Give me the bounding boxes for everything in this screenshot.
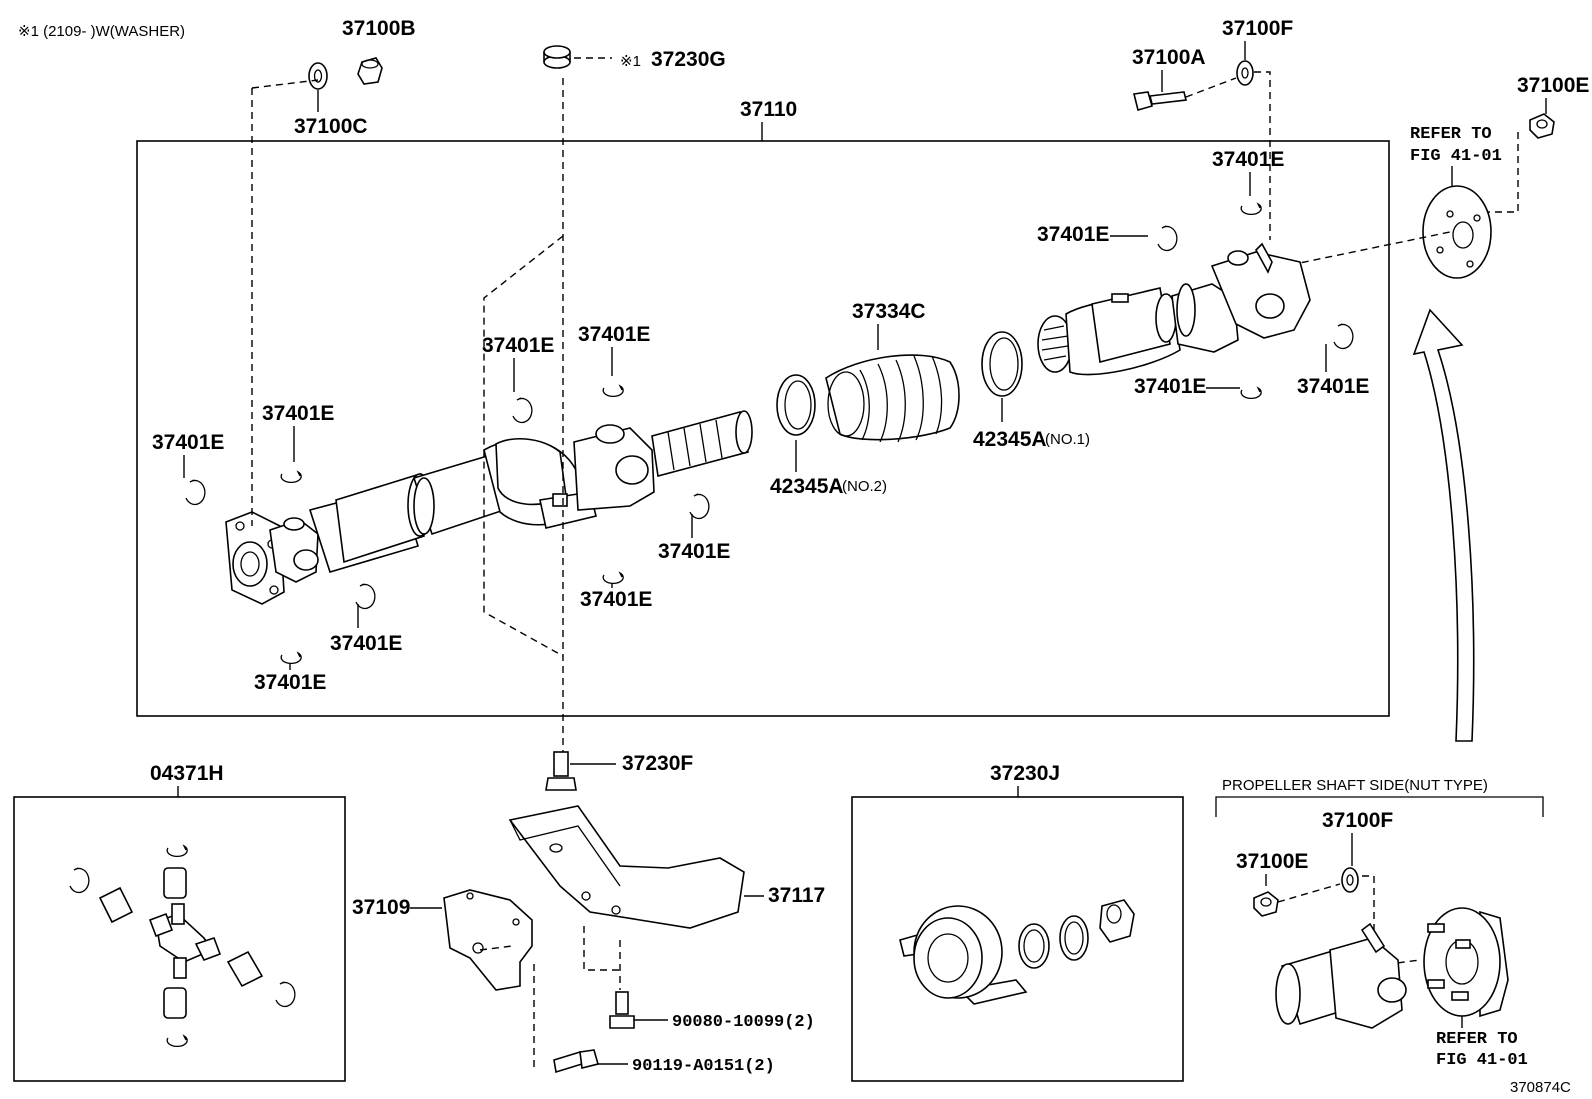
part-label-90080[interactable]: 90080-10099(2) bbox=[672, 1013, 815, 1032]
part-label-37117[interactable]: 37117 bbox=[768, 884, 825, 907]
part-label-37401E-a[interactable]: 37401E bbox=[152, 431, 224, 454]
figure-code: 370874C bbox=[1510, 1079, 1571, 1096]
part-label-37230F[interactable]: 37230F bbox=[622, 752, 693, 775]
part-label-37401E-c[interactable]: 37401E bbox=[330, 632, 402, 655]
slip-yoke-sleeve bbox=[1037, 287, 1181, 376]
part-label-37401E-g[interactable]: 37401E bbox=[658, 540, 730, 563]
part-label-37401E-d[interactable]: 37401E bbox=[254, 671, 326, 694]
washer-37100C bbox=[308, 62, 328, 90]
bolt-90080-10099 bbox=[609, 991, 635, 1029]
part-label-04371H[interactable]: 04371H bbox=[150, 762, 224, 785]
part-label-37401E-l[interactable]: 37401E bbox=[1134, 375, 1206, 398]
heat-insulator-37117 bbox=[508, 805, 745, 929]
nut-37100B bbox=[357, 57, 383, 85]
label-no1: (NO.1) bbox=[1045, 431, 1090, 448]
part-label-37401E-b[interactable]: 37401E bbox=[262, 402, 334, 425]
washer-37230G bbox=[543, 45, 571, 69]
part-label-37230G[interactable]: 37230G bbox=[651, 48, 726, 71]
part-label-37401E-i[interactable]: 37401E bbox=[1037, 223, 1109, 246]
bolt-37100A bbox=[1133, 91, 1187, 111]
center-yoke-joint bbox=[483, 410, 753, 529]
part-label-37100F-bottom[interactable]: 37100F bbox=[1322, 809, 1393, 832]
part-label-90119[interactable]: 90119-A0151(2) bbox=[632, 1057, 775, 1076]
nut-37100E-top bbox=[1529, 113, 1555, 139]
part-label-37401E-k[interactable]: 37401E bbox=[1297, 375, 1369, 398]
nut-type-flange-assembly bbox=[1275, 907, 1509, 1029]
nut-37100E-bottom bbox=[1253, 891, 1279, 917]
part-label-37230J[interactable]: 37230J bbox=[990, 762, 1060, 785]
part-label-37401E-j[interactable]: 37401E bbox=[1212, 148, 1284, 171]
label-no2: (NO.2) bbox=[842, 478, 887, 495]
bolt-37230F bbox=[545, 751, 577, 791]
dust-boot-37334C bbox=[825, 354, 960, 443]
part-label-37100E-top[interactable]: 37100E bbox=[1517, 74, 1589, 97]
part-label-42345A-no2[interactable]: 42345A bbox=[770, 475, 844, 498]
part-label-37110[interactable]: 37110 bbox=[740, 98, 797, 121]
nut-type-bracket bbox=[1215, 796, 1544, 817]
washer-note: ※1 (2109- )W(WASHER) bbox=[18, 23, 185, 40]
install-direction-arrow bbox=[1412, 308, 1475, 742]
refer-bottom-line2: FIG 41-01 bbox=[1436, 1051, 1528, 1070]
part-label-37334C[interactable]: 37334C bbox=[852, 300, 926, 323]
part-label-37230G-mark: ※1 bbox=[620, 53, 641, 70]
rear-shaft-tube bbox=[308, 472, 433, 573]
front-flange-yoke bbox=[1171, 242, 1311, 353]
snap-ring-group bbox=[185, 202, 1354, 665]
part-label-37100C[interactable]: 37100C bbox=[294, 115, 368, 138]
universal-joint-spider-kit bbox=[69, 844, 296, 1048]
part-label-37100B[interactable]: 37100B bbox=[342, 17, 416, 40]
part-label-37401E-e[interactable]: 37401E bbox=[482, 334, 554, 357]
main-assembly-frame bbox=[136, 140, 1390, 717]
part-label-37401E-f[interactable]: 37401E bbox=[578, 323, 650, 346]
refer-top-line2: FIG 41-01 bbox=[1410, 147, 1502, 166]
washer-37100F-bottom bbox=[1341, 867, 1359, 893]
part-label-37100F-top[interactable]: 37100F bbox=[1222, 17, 1293, 40]
refer-top-line1: REFER TO bbox=[1410, 125, 1492, 144]
center-support-bearing bbox=[899, 899, 1135, 1005]
rear-flange-yoke bbox=[225, 511, 319, 605]
part-label-37100E-bottom[interactable]: 37100E bbox=[1236, 850, 1308, 873]
bolt-90119-A0151 bbox=[553, 1049, 599, 1074]
universal-joint-kit-frame bbox=[13, 796, 346, 1082]
part-label-42345A-no1[interactable]: 42345A bbox=[973, 428, 1047, 451]
front-shaft-tube bbox=[412, 453, 511, 536]
companion-flange-ref bbox=[1422, 185, 1492, 279]
nut-type-title: PROPELLER SHAFT SIDE(NUT TYPE) bbox=[1222, 777, 1488, 794]
bracket-37109 bbox=[443, 889, 533, 991]
boot-clamp-no2 bbox=[776, 374, 816, 436]
part-label-37100A[interactable]: 37100A bbox=[1132, 46, 1206, 69]
part-label-37109[interactable]: 37109 bbox=[352, 896, 410, 919]
washer-37100F-top bbox=[1236, 60, 1254, 86]
part-label-37401E-h[interactable]: 37401E bbox=[580, 588, 652, 611]
boot-clamp-no1 bbox=[981, 331, 1023, 397]
refer-bottom-line1: REFER TO bbox=[1436, 1030, 1518, 1049]
